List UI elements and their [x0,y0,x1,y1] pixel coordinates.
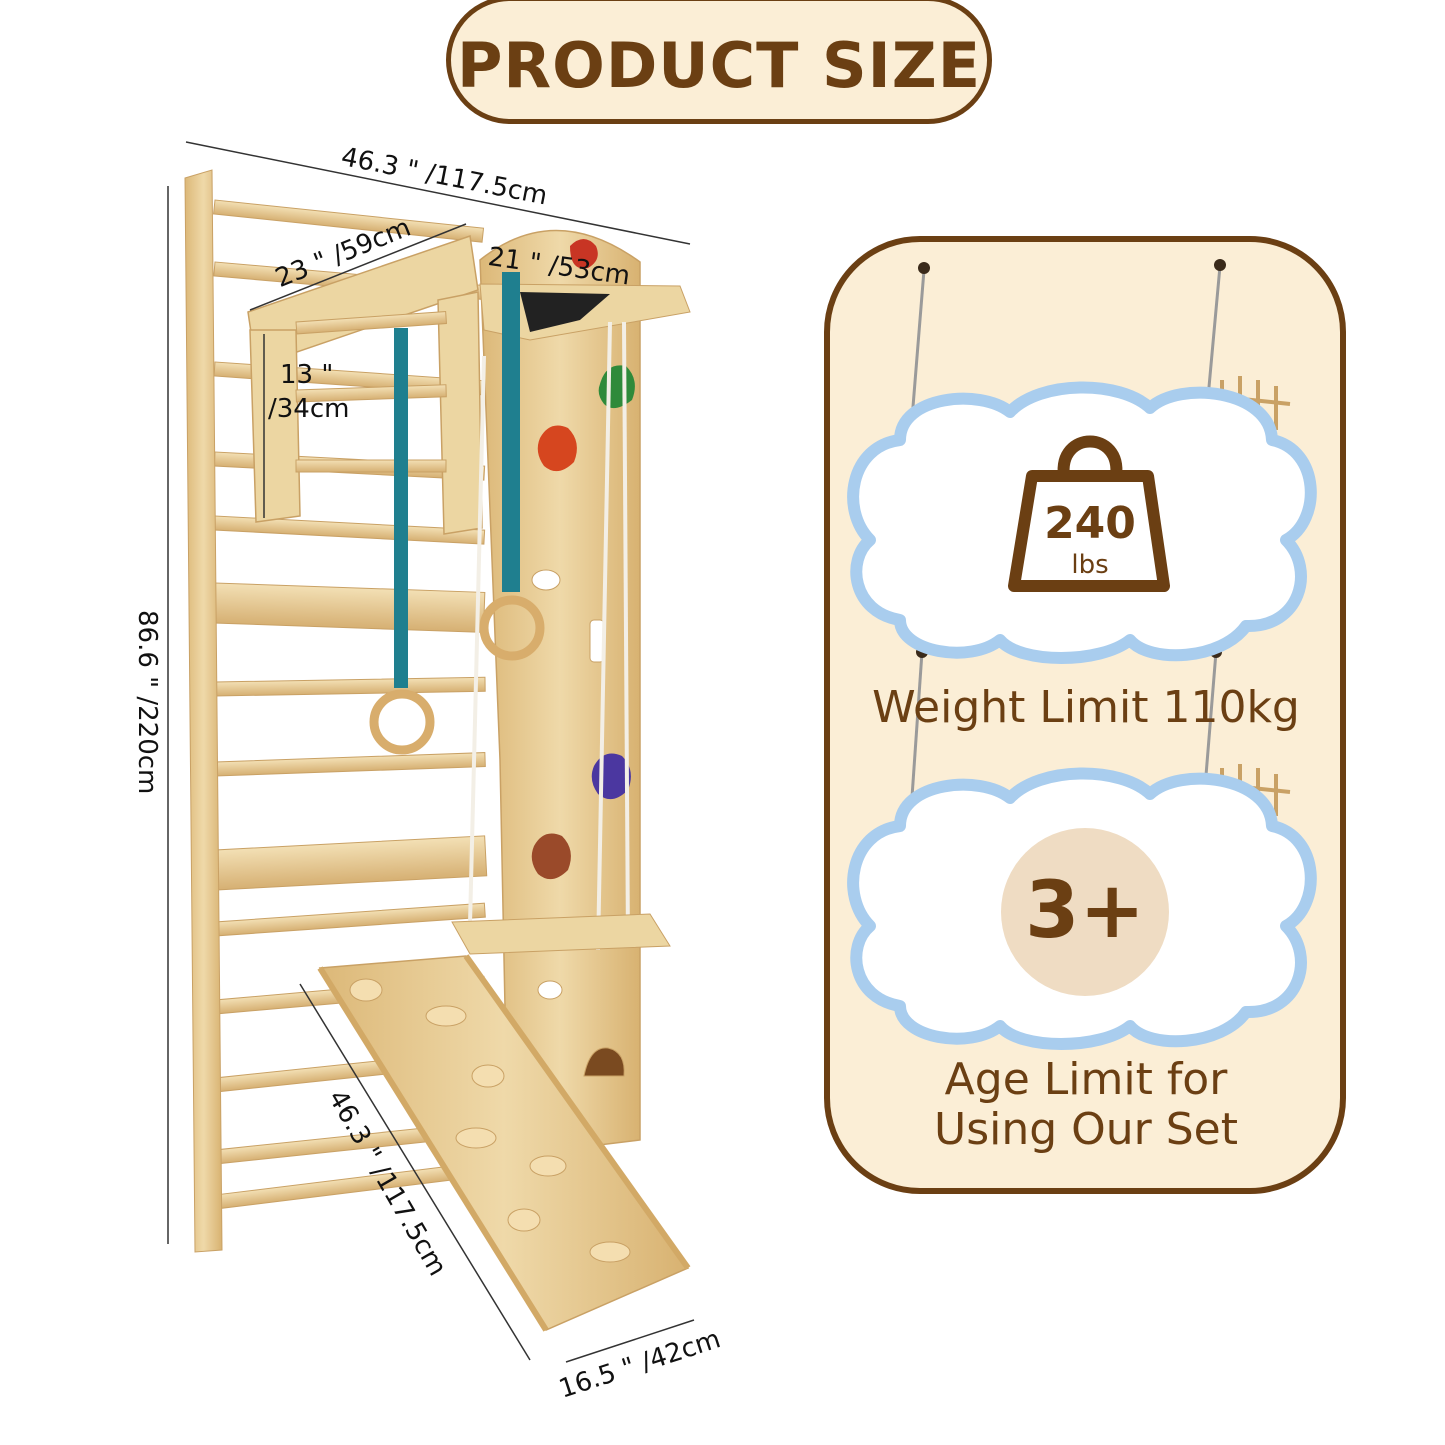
weight-value: 240 [1044,498,1136,549]
age-caption-line2: Using Our Set [933,1104,1238,1155]
brown-hold [531,833,571,880]
swing [451,321,671,955]
page-title: PRODUCT SIZE [456,28,982,102]
swing-seat [451,913,671,955]
tower-cutouts [531,569,625,1077]
gym-rings [369,272,545,755]
gym-ring-left [369,689,435,755]
age-caption-line1: Age Limit for [944,1054,1228,1105]
tower-black-panel [520,292,610,332]
red-hold [570,239,598,269]
bar-height-label: 13 " [280,360,334,390]
weight-limit-caption: Weight Limit 110kg [872,682,1300,733]
title-banner: PRODUCT SIZE [446,0,992,124]
orange-hold [537,425,577,472]
gym-ring-right [479,595,545,661]
bar-height-cm-label: /34cm [268,394,350,424]
weight-cloud [847,381,1317,664]
weight-icon [1008,435,1170,592]
left-upright [184,169,223,1253]
age-badge [1001,828,1169,996]
climbing-ramp [317,954,691,1332]
weight-unit: lbs [1071,550,1109,580]
age-value: 3+ [1025,866,1145,956]
pullup-bars [295,311,448,473]
dimension-lines [167,141,695,1363]
